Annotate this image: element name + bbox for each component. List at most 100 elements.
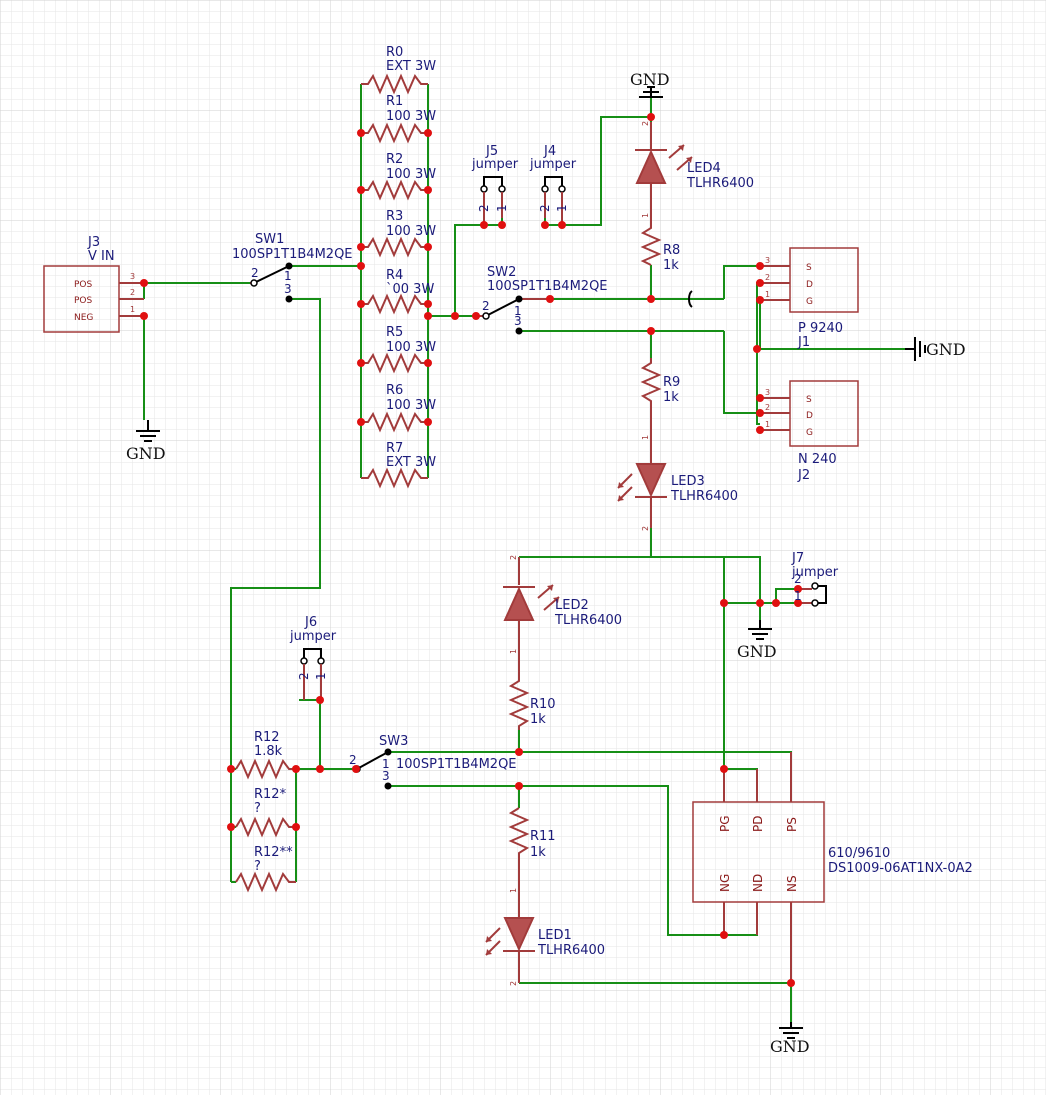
led4-symbol[interactable] [635, 122, 693, 223]
r0-ref: R0 [386, 45, 403, 60]
r1-ref: R1 [386, 94, 403, 109]
junctions [140, 113, 802, 987]
r6-symbol[interactable] [361, 411, 428, 433]
gnd-symbol-j7 [748, 620, 772, 640]
gnd-label-led4: GND [630, 70, 670, 89]
wire-break-mark [688, 290, 693, 308]
gnd-symbol-ic [779, 1022, 803, 1039]
sw1-ref: SW1 [255, 232, 284, 247]
r2-value: 100 3W [386, 167, 436, 182]
sw3-pin-2: 2 [349, 753, 357, 767]
q1-mosfet[interactable]: S D G 3 2 1 [760, 247, 859, 313]
r7-ref: R7 [386, 441, 403, 456]
r9-ref: R9 [663, 375, 680, 390]
labels: J3 V IN SW1 100SP1T1B4M2QE 2 1 3 R0 EXT … [87, 45, 973, 986]
j2-pin-num-3: 3 [765, 388, 770, 397]
j4-pin-1: 1 [555, 204, 569, 212]
r1-symbol[interactable] [361, 122, 428, 144]
r12b-symbol[interactable] [235, 871, 296, 893]
gnd-symbol-led4 [639, 86, 663, 98]
sw2-value: 100SP1T1B4M2QE [487, 279, 608, 294]
j3-connector[interactable]: POS POS NEG 3 2 1 [43, 265, 144, 333]
ic-pin-pd: PD [751, 816, 765, 832]
j4-symbol[interactable] [541, 176, 566, 225]
q2-mosfet[interactable]: S D G 3 2 1 [760, 380, 859, 447]
led1-ref: LED1 [538, 928, 572, 943]
led2-pin-1: 1 [509, 649, 518, 654]
r12a-symbol[interactable] [235, 816, 296, 838]
sw1-pin-2: 2 [251, 266, 259, 280]
r8-ref: R8 [663, 243, 680, 258]
ic-pin-nd: ND [751, 874, 765, 892]
j5-pin-1: 1 [495, 204, 509, 212]
r2-ref: R2 [386, 152, 403, 167]
j1-pin-num-1: 1 [765, 290, 770, 299]
r8-symbol[interactable] [640, 223, 662, 266]
r2-symbol[interactable] [361, 179, 428, 201]
gnd-label-j3: GND [126, 444, 166, 463]
led3-pin-1: 1 [641, 435, 650, 440]
led2-symbol[interactable] [503, 557, 560, 650]
j5-value: jumper [471, 157, 519, 172]
j2-pin-num-1: 1 [765, 420, 770, 429]
j5-symbol[interactable] [480, 176, 506, 225]
r12a-value: ? [254, 801, 261, 816]
j4-value: jumper [529, 157, 577, 172]
r3-ref: R3 [386, 209, 403, 224]
sw1-value: 100SP1T1B4M2QE [232, 247, 353, 262]
r11-ref: R11 [530, 829, 556, 844]
j2-pin-g: G [806, 428, 813, 438]
gnd-label-j7: GND [737, 642, 777, 661]
led1-symbol[interactable] [485, 890, 535, 983]
ic-value: DS1009-06AT1NX-0A2 [828, 861, 973, 876]
j7-ref: J7 [791, 551, 804, 566]
r11-value: 1k [530, 845, 546, 860]
led1-pin-2: 2 [509, 981, 518, 986]
sw1-symbol[interactable] [250, 262, 293, 303]
j6-symbol[interactable] [300, 648, 325, 700]
ds1009-ic[interactable]: PG PD PS NG ND NS [692, 752, 825, 983]
r10-ref: R10 [530, 697, 556, 712]
r12-symbol[interactable] [235, 758, 296, 780]
r5-ref: R5 [386, 325, 403, 340]
r12-value: 1.8k [254, 744, 283, 759]
r1-value: 100 3W [386, 109, 436, 124]
j1-value: P 9240 [798, 321, 843, 336]
j7-pin-2: 2 [794, 572, 802, 586]
r5-value: 100 3W [386, 340, 436, 355]
r3-symbol[interactable] [361, 236, 428, 258]
r6-value: 100 3W [386, 398, 436, 413]
led3-symbol[interactable] [617, 438, 667, 528]
gnd-symbol-q [905, 337, 926, 361]
j3-value: V IN [88, 249, 115, 264]
sw2-pin-3: 3 [514, 314, 522, 328]
r4-symbol[interactable] [361, 293, 428, 315]
j3-pin-num-3: 3 [130, 272, 135, 281]
sw2-pin-1: 1 [514, 304, 522, 318]
sw1-pin-3: 3 [284, 282, 292, 296]
gnd-label-q: GND [926, 340, 966, 359]
j6-value: jumper [289, 629, 337, 644]
r12a-ref: R12* [254, 787, 287, 802]
sw3-pin-3: 3 [382, 769, 390, 783]
r5-symbol[interactable] [361, 352, 428, 374]
r0-symbol[interactable] [361, 73, 428, 95]
r10-symbol[interactable] [508, 650, 530, 730]
r7-symbol[interactable] [361, 467, 428, 489]
r12b-value: ? [254, 859, 261, 874]
sw3-value: 100SP1T1B4M2QE [396, 757, 517, 772]
j7-value: jumper [791, 565, 839, 580]
led2-value: TLHR6400 [554, 613, 622, 628]
r0-value: EXT 3W [386, 59, 436, 74]
r7-value: EXT 3W [386, 455, 436, 470]
sw2-ref: SW2 [487, 265, 516, 280]
r9-value: 1k [663, 390, 679, 405]
sw3-ref: SW3 [379, 734, 408, 749]
r3-value: 100 3W [386, 224, 436, 239]
r10-value: 1k [530, 712, 546, 727]
r11-symbol[interactable] [508, 807, 530, 890]
r9-symbol[interactable] [640, 358, 662, 438]
ic-ref: 610/9610 [828, 846, 890, 861]
